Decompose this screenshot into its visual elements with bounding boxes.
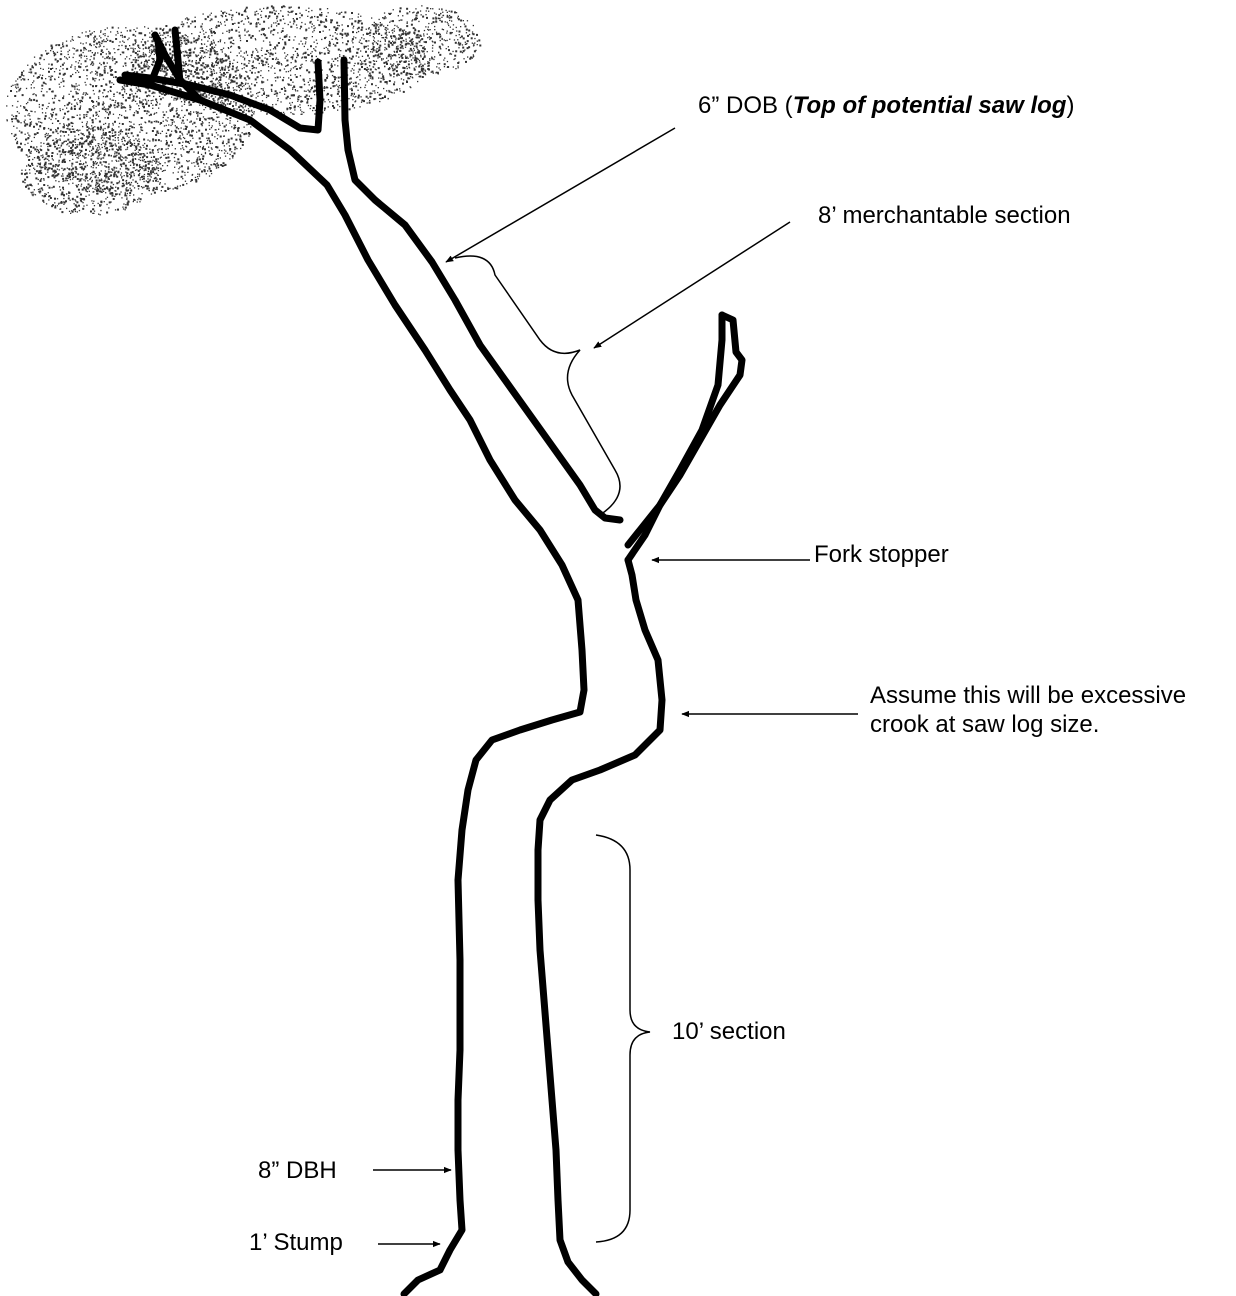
fork-stopper-label: Fork stopper — [814, 541, 949, 569]
trunk-right-edge — [538, 560, 662, 1294]
tree-canopy-foliage — [6, 5, 481, 215]
dbh-label: 8” DBH — [258, 1157, 337, 1185]
trunk-left-edge — [120, 80, 584, 1294]
merchantable-arrow — [594, 222, 790, 348]
crook-label-line2: crook at saw log size. — [870, 711, 1099, 739]
dob-arrow — [446, 128, 675, 262]
merchantable-section-label: 8’ merchantable section — [818, 202, 1071, 230]
tree-trunk-outline — [120, 30, 742, 1294]
crook-label-line1: Assume this will be excessive — [870, 682, 1186, 710]
dob-label-prefix: 6” DOB ( — [698, 92, 793, 119]
annotation-lines — [373, 128, 858, 1244]
dob-label: 6” DOB (Top of potential saw log) — [698, 92, 1074, 120]
dob-label-emphasis: Top of potential saw log — [793, 92, 1067, 119]
fork-branch-right-edge — [628, 315, 742, 545]
ten-section-label: 10’ section — [672, 1018, 786, 1046]
ten-section-bracket — [596, 835, 650, 1242]
merchantable-bracket — [455, 256, 620, 515]
dob-label-suffix: ) — [1066, 92, 1074, 119]
stump-label: 1’ Stump — [249, 1229, 343, 1257]
